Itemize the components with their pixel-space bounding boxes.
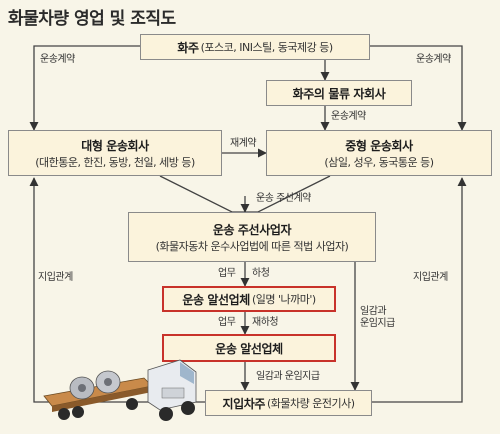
node-owner-driver: 지입차주 (화물차량 운전기사) [205, 390, 372, 416]
node-illegal-broker-name: 운송 알선업체 [182, 292, 250, 307]
label-recontract: 재계약 [230, 138, 257, 149]
label-right-contract: 운송계약 [416, 54, 451, 65]
node-broker2: 운송 알선업체 [162, 334, 336, 362]
node-medium-carrier-sub: (삼일, 성우, 동국통운 등) [324, 155, 434, 169]
label-owner-right: 지입관계 [412, 272, 449, 284]
label-pay-bottom: 일감과 운임지급 [256, 371, 320, 382]
truck-illustration [43, 359, 197, 421]
page-title: 화물차량 영업 및 조직도 [8, 9, 176, 29]
node-broker-name: 운송 주선사업자 [212, 222, 292, 237]
node-owner-driver-name: 지입차주 [222, 396, 265, 411]
node-illegal-broker-sub: (일명 '나까마') [251, 293, 316, 306]
node-shipper-logistics: 화주의 물류 자회사 [266, 80, 412, 106]
label-pay-side: 일감과 운임지급 [360, 306, 395, 329]
node-large-carrier-sub: (대한통운, 한진, 동방, 천일, 세방 등) [35, 155, 195, 169]
edge-shipper-large [29, 45, 140, 131]
node-shipper-logistics-name: 화주의 물류 자회사 [292, 86, 386, 101]
label-broker-contract: 운송 주선계약 [256, 193, 311, 204]
node-medium-carrier-name: 중형 운송회사 [345, 138, 413, 153]
label-work-left: 업무 [218, 268, 236, 279]
node-broker: 운송 주선사업자 (화물자동차 운수사업법에 따른 적법 사업자) [128, 212, 376, 262]
node-broker-sub: (화물자동차 운수사업법에 따른 적법 사업자) [155, 239, 349, 253]
edge-large-broker [159, 175, 245, 213]
node-owner-driver-sub: (화물차량 운전기사) [267, 397, 355, 410]
edge-owner-medium [372, 177, 467, 403]
label-owner-left: 지입관계 [37, 272, 74, 284]
label-sub-contract: 운송계약 [331, 111, 366, 122]
edge-shipper-medium [370, 45, 467, 131]
label-work-right: 하청 [252, 268, 270, 279]
node-shipper-sub: (포스코, INI스틸, 동국제강 등) [200, 41, 333, 54]
node-illegal-broker: 운송 알선업체 (일명 '나까마') [162, 286, 336, 312]
node-shipper-name: 화주 [177, 40, 199, 55]
node-large-carrier-name: 대형 운송회사 [81, 138, 149, 153]
node-medium-carrier: 중형 운송회사 (삼일, 성우, 동국통운 등) [266, 130, 492, 176]
label-left-contract: 운송계약 [40, 54, 75, 65]
label-work2-left: 업무 [218, 317, 236, 328]
label-work2-right: 재하청 [252, 317, 279, 328]
node-broker2-name: 운송 알선업체 [215, 341, 283, 356]
node-shipper: 화주 (포스코, INI스틸, 동국제강 등) [140, 34, 370, 60]
node-large-carrier: 대형 운송회사 (대한통운, 한진, 동방, 천일, 세방 등) [8, 130, 222, 176]
